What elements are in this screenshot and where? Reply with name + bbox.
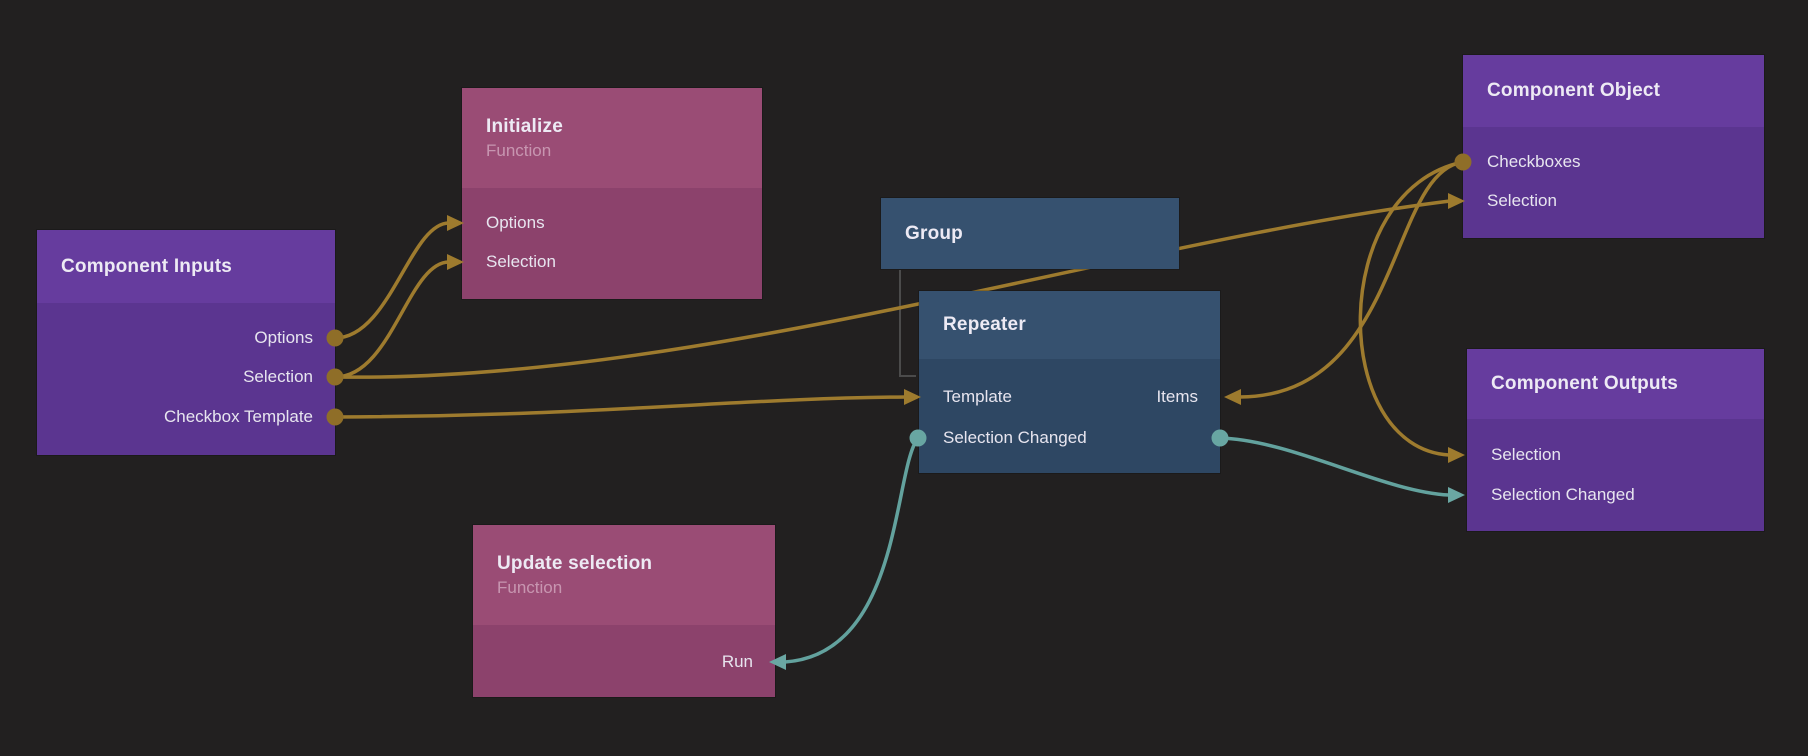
node-update-selection[interactable]: Update selection Function Run (473, 525, 775, 697)
wire-repeater-selection-changed-to-outputs-selection-changed[interactable] (1219, 436, 1450, 497)
node-title: Initialize (486, 116, 563, 138)
wire-inputs-checkbox-template-to-repeater-template[interactable] (334, 395, 907, 419)
node-repeater[interactable]: Repeater Template Items Selection Change… (919, 291, 1220, 473)
group-repeater-hierarchy-line (899, 270, 916, 377)
node-header: Component Object (1463, 55, 1764, 127)
node-component-outputs[interactable]: Component Outputs Selection Selection Ch… (1467, 349, 1764, 531)
node-header: Update selection Function (473, 525, 775, 625)
port-selection[interactable]: Selection (462, 249, 762, 275)
port-selection[interactable]: Selection (1467, 442, 1764, 468)
node-body (473, 625, 775, 697)
node-title: Repeater (943, 314, 1026, 336)
port-selection-changed[interactable]: Selection Changed (919, 425, 1220, 451)
port-options[interactable]: Options (37, 325, 335, 351)
port-selection[interactable]: Selection (1463, 188, 1764, 214)
port-items[interactable]: Items (1156, 387, 1198, 406)
node-header: Repeater (919, 291, 1220, 359)
node-header: Component Outputs (1467, 349, 1764, 419)
port-run[interactable]: Run (473, 649, 775, 675)
wire-object-checkboxes-to-repeater-items[interactable] (1239, 160, 1464, 399)
wire-inputs-selection-to-object-selection[interactable] (334, 199, 1451, 379)
node-body (1467, 419, 1764, 531)
port-label: Selection (1491, 445, 1561, 464)
port-label: Selection (243, 367, 313, 386)
port-selection[interactable]: Selection (37, 364, 335, 390)
node-subtitle: Function (497, 577, 563, 597)
port-checkboxes[interactable]: Checkboxes (1463, 149, 1764, 175)
node-body (37, 303, 335, 455)
port-template[interactable]: Template (943, 387, 1012, 406)
node-group[interactable]: Group (881, 198, 1179, 269)
node-component-object[interactable]: Component Object Checkboxes Selection (1463, 55, 1764, 238)
node-component-inputs[interactable]: Component Inputs Options Selection Check… (37, 230, 335, 455)
node-title: Group (905, 222, 963, 244)
node-title: Component Inputs (61, 255, 233, 277)
port-label: Checkboxes (1487, 152, 1581, 171)
node-body (919, 359, 1220, 473)
node-title: Component Object (1487, 80, 1661, 102)
port-selection-changed[interactable]: Selection Changed (1467, 482, 1764, 508)
node-header: Group (881, 198, 1179, 269)
wire-inputs-selection-to-initialize-selection[interactable] (334, 260, 450, 379)
node-body (1463, 127, 1764, 238)
port-label: Selection (486, 252, 556, 271)
wire-repeater-selection-changed-to-update-run[interactable] (784, 436, 920, 664)
node-subtitle: Function (486, 140, 552, 160)
port-options[interactable]: Options (462, 210, 762, 236)
port-label: Selection Changed (943, 428, 1087, 447)
node-header: Initialize Function (462, 88, 762, 188)
port-checkbox-template[interactable]: Checkbox Template (37, 404, 335, 430)
wire-object-checkboxes-to-outputs-selection[interactable] (1358, 160, 1464, 457)
port-label: Options (486, 213, 545, 232)
node-title: Update selection (497, 553, 653, 575)
port-label: Selection Changed (1491, 485, 1635, 504)
node-header: Component Inputs (37, 230, 335, 303)
node-body (462, 188, 762, 299)
node-title: Component Outputs (1491, 373, 1679, 395)
wire-inputs-options-to-initialize-options[interactable] (334, 221, 450, 340)
port-label: Selection (1487, 191, 1557, 210)
port-label: Checkbox Template (164, 407, 313, 426)
port-row-template-items: Template Items (919, 384, 1220, 410)
node-initialize[interactable]: Initialize Function Options Selection (462, 88, 762, 299)
port-label: Options (254, 328, 313, 347)
port-label: Run (721, 652, 753, 671)
